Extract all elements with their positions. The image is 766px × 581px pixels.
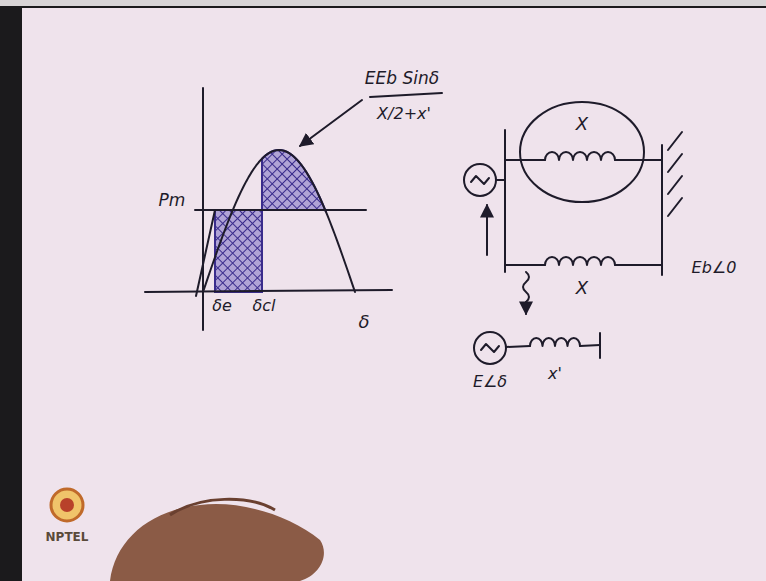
axis-label: δ <box>358 312 369 332</box>
fault-arrow <box>525 302 527 314</box>
bus-hatch <box>668 198 682 216</box>
infinite-bus <box>661 145 663 275</box>
leader-arrow <box>300 100 362 146</box>
generator-symbol <box>474 332 506 364</box>
line-reactance <box>545 152 615 160</box>
presenter-hand <box>110 504 324 581</box>
axis-label: Pm <box>159 191 186 210</box>
wire <box>505 159 545 161</box>
bus <box>599 333 601 358</box>
hand-finger <box>170 499 275 515</box>
nptel-logo <box>51 489 83 521</box>
ac-symbol <box>471 176 489 184</box>
bus-hatch <box>668 154 682 172</box>
fault-symbol <box>523 272 529 302</box>
fraction-bar <box>370 93 442 97</box>
bus-hatch <box>668 176 682 194</box>
emf-label: E∠δ <box>473 373 507 391</box>
transient-reactance <box>530 338 580 346</box>
line-reactance <box>545 257 615 265</box>
bus-hatch <box>668 132 682 150</box>
angle-label: δe <box>212 297 232 315</box>
paper-sheet <box>22 8 766 581</box>
reactance-label: x' <box>548 365 562 383</box>
wire <box>615 159 662 161</box>
formula-denominator: X/2+x' <box>377 105 431 123</box>
wire <box>580 345 600 346</box>
reactance-label: X <box>576 114 588 134</box>
reactance-label: X <box>576 278 588 298</box>
generator-symbol <box>464 164 496 196</box>
wire <box>615 264 662 266</box>
accelerating-area <box>215 210 262 292</box>
decelerating-area <box>262 150 326 212</box>
angle-label: δcl <box>252 297 275 315</box>
sending-bus <box>504 130 506 272</box>
top-edge <box>0 0 766 6</box>
wire <box>505 264 545 266</box>
formula-numerator: EEb Sinδ <box>365 69 439 88</box>
wire <box>506 346 530 347</box>
wire <box>496 179 505 181</box>
ac-symbol <box>481 344 499 352</box>
mechanical-power-line <box>195 209 366 211</box>
bus-voltage-label: Eb∠0 <box>692 259 737 277</box>
power-arrow <box>486 205 488 255</box>
logo-text: NPTEL <box>46 531 89 544</box>
line-circle <box>520 102 644 202</box>
power-angle-curve <box>203 150 355 292</box>
prefault-line <box>196 210 215 296</box>
